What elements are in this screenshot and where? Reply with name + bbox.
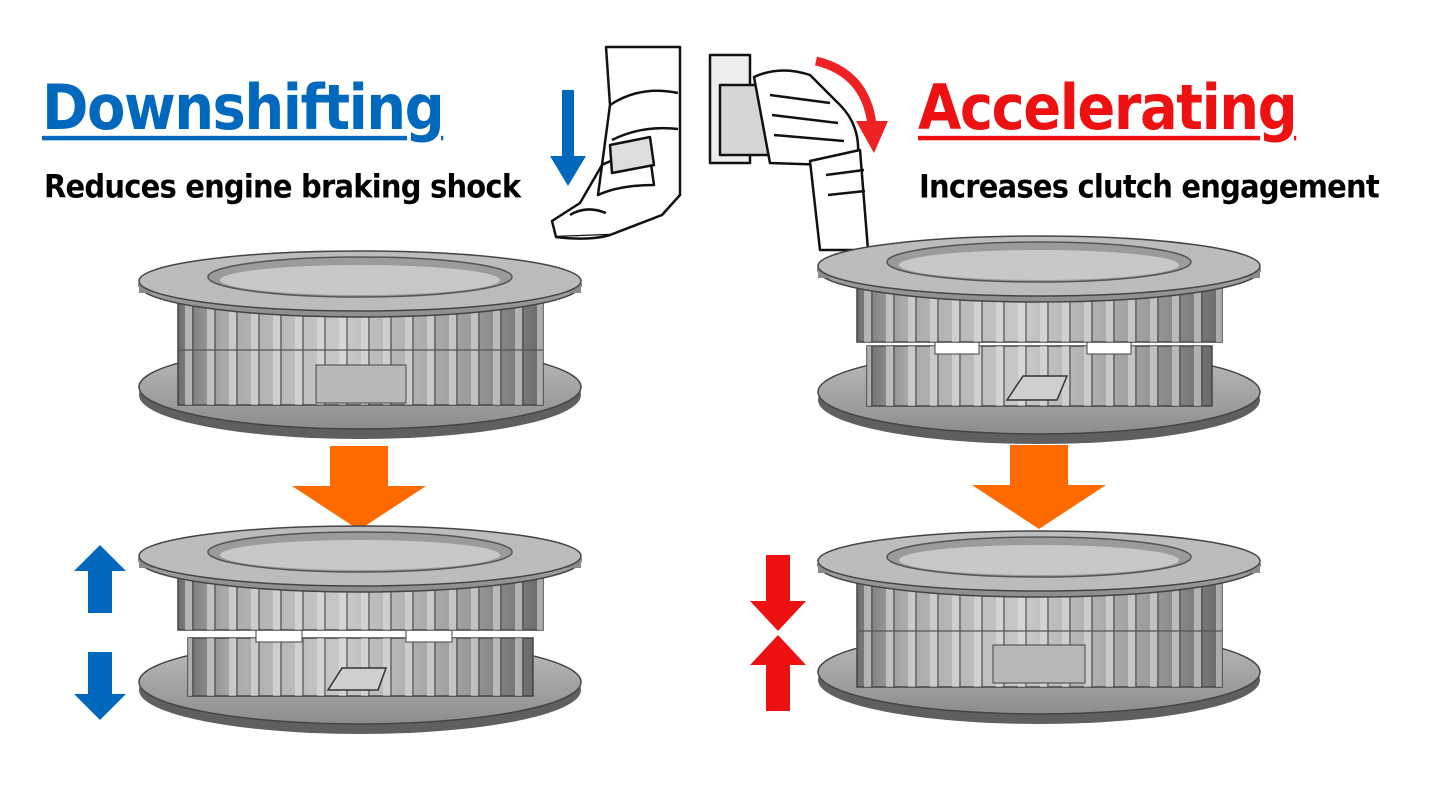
- downshift-down-arrow-icon: [550, 90, 586, 186]
- downshifting-subtitle: Reduces engine braking shock: [44, 168, 521, 206]
- clutch-hub-compressed: [817, 530, 1261, 724]
- riding-boot-icon: [550, 45, 682, 240]
- left-transition-arrow-icon: [292, 446, 426, 530]
- clutch-hub-engaged: [138, 250, 582, 439]
- accelerating-subtitle: Increases clutch engagement: [919, 168, 1380, 206]
- clutch-hub-separating: [138, 525, 582, 734]
- accelerating-panel: Accelerating Increases clutch engagement: [700, 0, 1436, 800]
- separation-up-arrow-icon: [74, 545, 126, 613]
- throttle-hand-icon: [708, 53, 870, 252]
- accelerating-title: Accelerating: [918, 72, 1298, 145]
- right-transition-arrow-icon: [972, 445, 1106, 529]
- throttle-twist-arrow-icon: [814, 56, 888, 153]
- clutch-hub-gapped: [817, 235, 1261, 444]
- compression-up-arrow-icon: [750, 635, 806, 711]
- downshifting-panel: Downshifting Reduces engine braking shoc…: [0, 0, 700, 800]
- downshifting-title: Downshifting: [42, 72, 445, 145]
- compression-down-arrow-icon: [750, 555, 806, 631]
- separation-down-arrow-icon: [74, 652, 126, 720]
